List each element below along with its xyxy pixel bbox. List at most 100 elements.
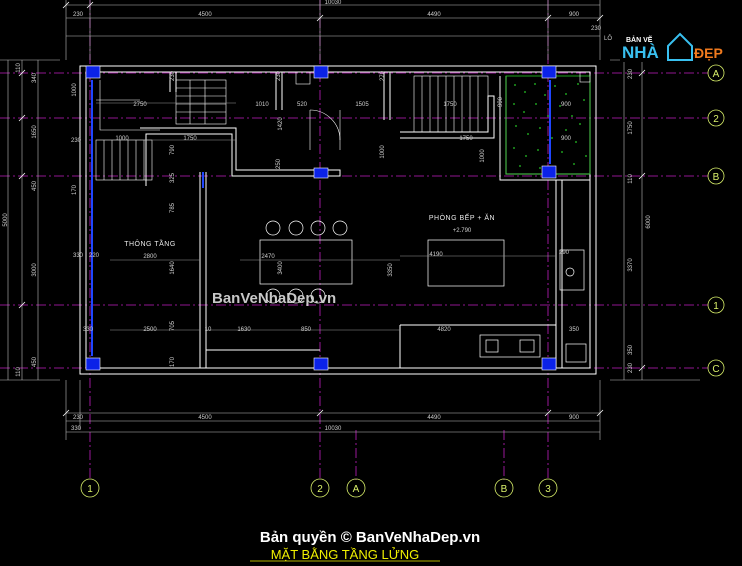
dim-left-c: 1650 bbox=[32, 125, 38, 139]
dim-1640: 1640 bbox=[170, 261, 176, 275]
dim-520: 520 bbox=[297, 102, 308, 108]
dim-right-e: 350 bbox=[628, 344, 634, 355]
column-blue-strips bbox=[91, 80, 551, 356]
inner-dimension-marks bbox=[96, 102, 556, 331]
dim-230b: 230 bbox=[170, 70, 176, 81]
dim-1000d: 1000 bbox=[72, 83, 78, 97]
dim-bot-e: 330 bbox=[71, 426, 82, 432]
dim-1750a: 1750 bbox=[443, 102, 457, 108]
dim-230c: 230 bbox=[276, 70, 282, 81]
dim-1630: 1630 bbox=[237, 327, 251, 333]
axis-label-v3: 3 bbox=[545, 484, 551, 495]
axis-label-C: C bbox=[712, 364, 719, 375]
dim-bot-c: 4490 bbox=[427, 415, 441, 421]
axis-bubbles-bottom bbox=[80, 478, 558, 498]
dimension-lines bbox=[0, 0, 700, 440]
dim-220a: 220 bbox=[89, 253, 100, 259]
copyright: Bản quyền © BanVeNhaDep.vn bbox=[260, 529, 480, 546]
dim-325: 325 bbox=[170, 172, 176, 183]
dim-right-b: 1750 bbox=[628, 121, 634, 135]
dim-785: 785 bbox=[170, 202, 176, 213]
dim-right-a: 230 bbox=[628, 68, 634, 79]
dim-top-total: 10030 bbox=[325, 0, 342, 6]
dim-left-b: 340 bbox=[32, 72, 38, 83]
room-label-void: THÔNG TẦNG bbox=[124, 238, 176, 248]
dim-3350: 3350 bbox=[388, 263, 394, 277]
dim-990: 990 bbox=[498, 96, 504, 107]
walls bbox=[79, 65, 597, 375]
dim-2800: 2800 bbox=[143, 254, 157, 260]
dim-350: 350 bbox=[569, 327, 580, 333]
drawing-title: MẶT BẰNG TẦNG LỬNG bbox=[271, 547, 420, 562]
columns bbox=[85, 65, 557, 371]
axis-label-vA: A bbox=[353, 484, 360, 495]
dim-right-f: 230 bbox=[628, 362, 634, 373]
dim-900b: 900 bbox=[561, 136, 572, 142]
axis-label-A: A bbox=[713, 69, 720, 80]
dim-230a: 230 bbox=[71, 138, 82, 144]
dim-bot-total: 10030 bbox=[325, 426, 342, 432]
dim-1420: 1420 bbox=[278, 117, 284, 131]
dim-left-a: 110 bbox=[16, 63, 22, 73]
dim-850: 850 bbox=[301, 327, 312, 333]
room-label-dining: PHÒNG BẾP + ĂN bbox=[429, 212, 495, 222]
dim-1000a: 1000 bbox=[115, 136, 129, 142]
dim-bot-d: 900 bbox=[569, 415, 580, 421]
dim-top-d: 900 bbox=[569, 12, 580, 18]
site-logo: LÔ BẢN VẼ NHÀ ĐẸP bbox=[604, 32, 730, 62]
dim-10: 10 bbox=[205, 327, 212, 333]
door bbox=[295, 71, 591, 150]
dining-set bbox=[259, 220, 505, 304]
kitchen-counter bbox=[479, 249, 587, 363]
dim-2500: 2500 bbox=[143, 327, 157, 333]
dim-4820: 4820 bbox=[437, 327, 451, 333]
dim-3400: 3400 bbox=[278, 261, 284, 275]
dim-250: 250 bbox=[276, 158, 282, 169]
dim-330a: 330 bbox=[73, 253, 84, 259]
dim-left-g: 110 bbox=[16, 367, 22, 377]
watermark: BanVeNhaDep.vn bbox=[212, 290, 336, 307]
axis-label-v1: 1 bbox=[87, 484, 93, 495]
dim-900a: 900 bbox=[561, 102, 572, 108]
dim-1750c: 1750 bbox=[459, 136, 473, 142]
dim-top-e: 230 bbox=[591, 26, 602, 32]
dim-2750: 2750 bbox=[133, 102, 147, 108]
dim-top-a: 230 bbox=[73, 12, 84, 18]
dim-left-d: 450 bbox=[32, 180, 38, 191]
logo-nh: NHÀ bbox=[622, 43, 659, 62]
dim-bot-b: 4500 bbox=[198, 415, 212, 421]
dim-left-total: 5000 bbox=[3, 213, 9, 227]
dim-bot-a: 230 bbox=[73, 415, 84, 421]
dim-left-e: 3000 bbox=[32, 263, 38, 277]
dim-1010: 1010 bbox=[255, 102, 269, 108]
dim-right-c: 110 bbox=[628, 174, 634, 184]
logo-dep: ĐẸP bbox=[694, 45, 723, 61]
axis-label-1: 1 bbox=[713, 301, 719, 312]
axis-label-B: B bbox=[713, 172, 720, 183]
dim-top-c: 4490 bbox=[427, 12, 441, 18]
room-level: +2.790 bbox=[453, 228, 472, 234]
dim-705: 705 bbox=[170, 320, 176, 331]
dim-right-d: 3370 bbox=[628, 258, 634, 272]
dim-170b: 170 bbox=[170, 356, 176, 367]
dimension-ticks bbox=[18, 1, 646, 417]
axis-label-2: 2 bbox=[713, 114, 719, 125]
dim-left-f: 450 bbox=[32, 356, 38, 367]
dim-1000b: 1000 bbox=[480, 149, 486, 163]
dim-270: 270 bbox=[380, 70, 386, 81]
dim-right-total: 6000 bbox=[646, 215, 652, 229]
axis-label-vB: B bbox=[501, 484, 508, 495]
dim-1750b: 1750 bbox=[183, 136, 197, 142]
dim-2470: 2470 bbox=[261, 254, 275, 260]
stair-left bbox=[95, 79, 227, 181]
stair-right bbox=[413, 75, 489, 133]
dim-1505: 1505 bbox=[355, 102, 369, 108]
axis-bubbles-right bbox=[707, 64, 725, 377]
dim-4190: 4190 bbox=[429, 252, 443, 258]
dim-top-b: 4500 bbox=[198, 12, 212, 18]
dim-170: 170 bbox=[72, 184, 78, 195]
logo-prefix: LÔ bbox=[604, 35, 612, 42]
logo-top: BẢN VẼ bbox=[626, 35, 653, 44]
dim-1000c: 1000 bbox=[380, 145, 386, 159]
